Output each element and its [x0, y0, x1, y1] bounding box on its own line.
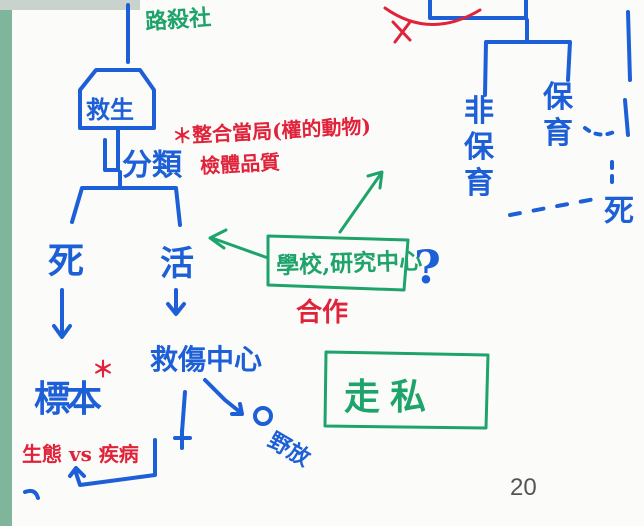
alive-down-arrow: [166, 288, 186, 316]
label-dead: 死: [48, 240, 85, 282]
smuggle-box: [323, 350, 490, 430]
label-rescue: 救生: [86, 95, 134, 124]
label-conserved: 保育: [543, 80, 573, 151]
label-dead-right: 死: [604, 194, 634, 229]
label-rehab-center: 救傷中心: [150, 343, 263, 376]
release-circle: [253, 406, 273, 426]
bottom-bracket: [68, 438, 157, 487]
right-branch-line: [483, 18, 572, 97]
rehab-to-release-arrow: [203, 378, 244, 416]
top-left-gray-strip: [0, 0, 140, 10]
right-top-bracket: [428, 0, 528, 20]
cross-mark: [173, 428, 192, 450]
rescue-box-outline: [78, 68, 156, 130]
left-green-strip: [0, 0, 12, 526]
red-strokes: [383, 6, 482, 44]
label-smuggle: 走私: [344, 376, 437, 418]
blue-tree-lines: [23, 0, 632, 500]
note-line-2: 檢體品質: [199, 149, 281, 179]
label-specimen: 標本: [34, 378, 102, 420]
top-red-curve: [383, 6, 482, 26]
label-ecology-vs-disease: 生態 vs 疾病: [22, 442, 139, 466]
school-center-box: [266, 234, 410, 292]
slide-number: 20: [510, 474, 537, 501]
question-mark: ?: [414, 240, 441, 294]
conserved-dashed-link: [583, 126, 620, 137]
label-classify: 分類: [122, 148, 182, 183]
label-cooperate: 合作: [296, 298, 349, 328]
right-edge-bracket: [623, 10, 632, 137]
label-top-partial: 路殺社: [144, 4, 212, 36]
box-to-classify-line: [103, 128, 120, 172]
dead-down-arrow: [52, 288, 72, 339]
green-strokes: [208, 170, 490, 430]
up-right-arrow: [338, 170, 384, 234]
to-alive-arrow: [208, 228, 270, 260]
rehab-down-line: [180, 390, 187, 434]
split-bracket: [70, 170, 182, 227]
top-red-x-mark: [391, 20, 412, 44]
label-school-center: 學校,研究中心: [275, 247, 423, 280]
small-curl-bottom-left: [23, 488, 40, 500]
dead-dashed-line: [508, 196, 602, 217]
label-non-conserved: 非保育: [464, 94, 494, 201]
label-alive: 活: [160, 244, 194, 284]
specimen-star: ＊: [92, 357, 115, 383]
